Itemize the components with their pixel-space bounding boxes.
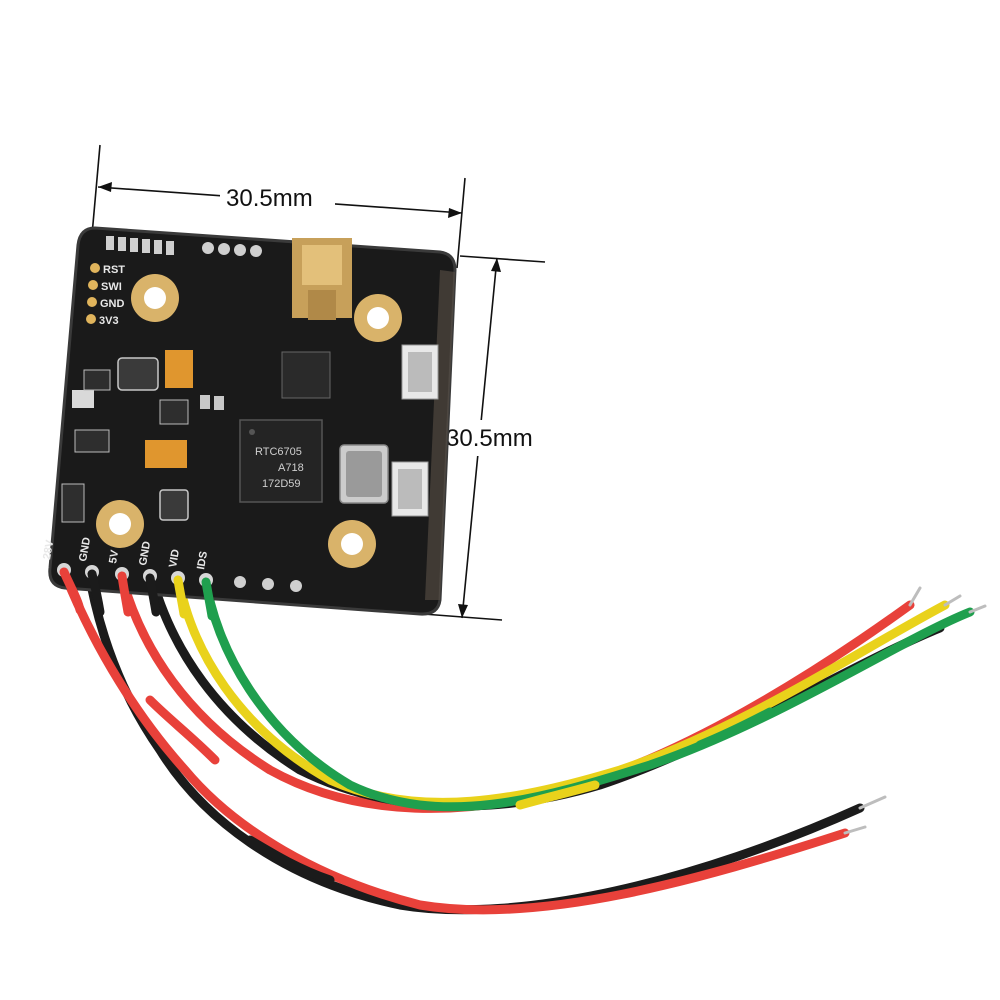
components xyxy=(61,344,439,523)
wire-green-signal xyxy=(200,570,975,812)
chip-label-model: RTC6705 xyxy=(255,446,302,458)
wire-ends xyxy=(59,567,217,621)
width-dimension-label: 30.5mm xyxy=(226,185,313,212)
pad-label-gnd-2: GND xyxy=(137,540,153,566)
mounting-holes xyxy=(96,274,402,568)
rf-chip: RTC6705 A718 172D59 xyxy=(239,419,323,503)
pad-label-vid: VID xyxy=(167,548,182,568)
chip-label-batch: A718 xyxy=(278,462,304,474)
vtx-board: RST SWI GND 3V3 xyxy=(41,226,457,616)
pad-label-5v: 5V xyxy=(107,549,121,565)
pad-label-28v: 28V xyxy=(41,539,56,561)
antenna-connector xyxy=(292,238,352,320)
height-dimension-label: 30.5mm xyxy=(446,425,533,452)
wire-bundle xyxy=(59,563,987,915)
pad-label-gnd-1: GND xyxy=(77,536,93,562)
top-pads xyxy=(106,236,262,257)
left-pads: RST SWI GND 3V3 xyxy=(86,263,125,327)
pad-label-swi: SWI xyxy=(101,281,122,293)
pad-label-rst: RST xyxy=(103,264,125,276)
pad-label-gnd: GND xyxy=(100,298,125,310)
wire-yellow-signal xyxy=(173,570,950,807)
pad-label-ids: IDS xyxy=(195,550,210,570)
wire-black-power xyxy=(83,563,865,915)
dimension-annotations: 30.5mm 30.5mm xyxy=(91,144,552,621)
wire-red-power xyxy=(59,567,850,915)
pad-label-3v3: 3V3 xyxy=(99,315,119,327)
chip-label-code: 172D59 xyxy=(262,478,301,490)
